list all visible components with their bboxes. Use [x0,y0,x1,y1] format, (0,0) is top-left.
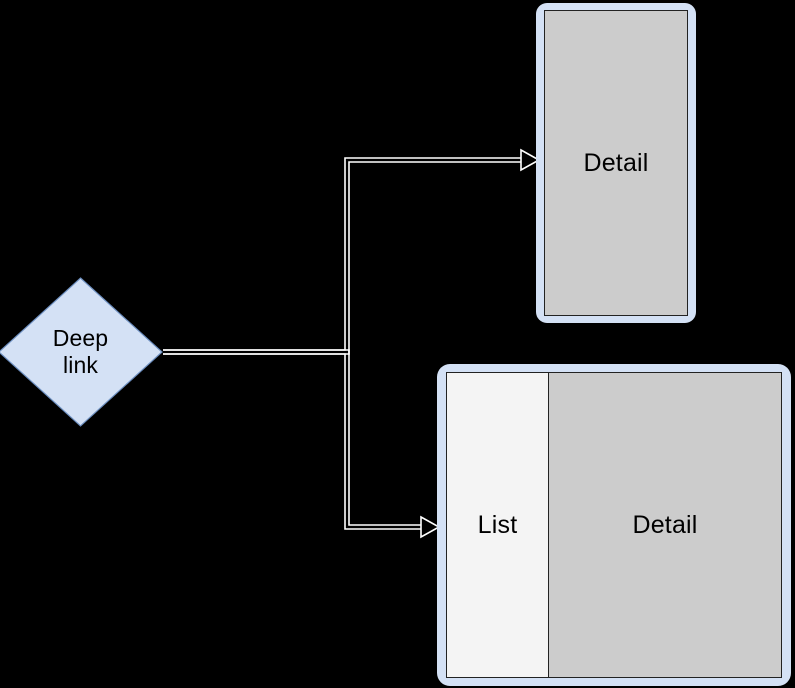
tablet-pane-list[interactable]: List [447,373,549,677]
node-phone-detail[interactable]: Detail [536,3,696,323]
edge-deep-link-to-tablet [163,349,441,539]
node-deep-link[interactable]: Deep link [0,277,163,427]
diamond-shape-icon [0,277,163,427]
phone-screen: Detail [544,10,688,316]
tablet-screen: List Detail [446,372,782,678]
tablet-list-label: List [477,510,518,539]
node-deep-link-label: Deep link [52,325,109,378]
edge-deep-link-to-phone [163,148,541,355]
tablet-detail-label: Detail [632,510,698,539]
tablet-pane-detail[interactable]: Detail [549,373,781,677]
node-tablet-list-detail[interactable]: List Detail [437,364,791,686]
phone-detail-label: Detail [583,148,649,177]
